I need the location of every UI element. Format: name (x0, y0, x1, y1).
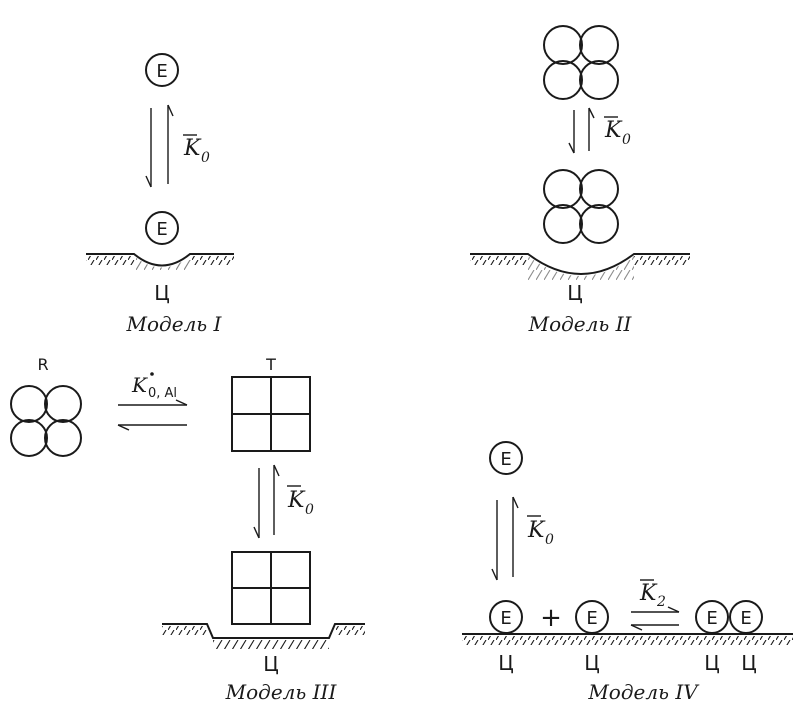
model-4: E K 0 E + E K 2 (462, 441, 793, 704)
enzyme-label: E (156, 61, 167, 82)
rate-constant-subscript: 0 (305, 502, 314, 518)
model-1: E K 0 E Ц Модель I (86, 53, 234, 336)
rate-constant-subscript: 0 (545, 532, 554, 548)
enzyme-free-1: E (145, 53, 179, 87)
enzyme-bound-4b: E (575, 600, 609, 634)
enzyme-bound-1: E (145, 211, 179, 245)
rate-constant-k: K (527, 518, 546, 543)
enzyme-label: E (586, 608, 597, 629)
k2-label: K (639, 581, 658, 606)
rate-constant-k: K (604, 118, 623, 143)
k-label: K (131, 373, 148, 397)
surface-3 (162, 623, 365, 649)
r-state-label: R (37, 355, 48, 374)
site-label: Ц (154, 281, 170, 305)
t-state-tetramer (231, 376, 311, 452)
equilibrium-arrows-1 (145, 104, 174, 188)
enzyme-label: E (740, 608, 751, 629)
surface-4 (462, 633, 793, 645)
surface-2 (470, 253, 690, 280)
t-state-bound (231, 551, 311, 625)
rate-constant-4: K 0 (527, 515, 554, 548)
rate-constant-k: K (287, 488, 306, 513)
enzyme-dimer: E E (695, 600, 763, 634)
equilibrium-arrows-4 (491, 496, 519, 581)
rate-constant-2: K 0 (604, 116, 631, 148)
rate-constant-k: K (183, 136, 202, 161)
model-2: K 0 Ц Модель II (470, 25, 690, 336)
site-label-3: Ц (704, 651, 720, 675)
tetramer-free (543, 25, 619, 100)
rt-equilibrium: K 0, Al (117, 372, 188, 431)
k2-subscript: 2 (656, 594, 666, 610)
site-label: Ц (263, 652, 279, 676)
enzyme-free-4: E (489, 441, 523, 475)
model-title: Модель IV (587, 680, 700, 704)
site-label-4: Ц (741, 651, 757, 675)
t-state-label: T (265, 355, 276, 374)
rate-constant-1: K 0 (183, 134, 210, 166)
model-title: Модель I (126, 312, 223, 336)
site-label: Ц (567, 281, 583, 305)
enzyme-label: E (500, 449, 511, 470)
surface-1 (86, 253, 234, 270)
r-state-tetramer (10, 385, 82, 457)
model-3: R K 0, Al T K (10, 355, 365, 704)
plus-sign: + (540, 603, 562, 633)
enzyme-label: E (500, 608, 511, 629)
model-title: Модель II (528, 312, 633, 336)
k-subscript: 0, Al (148, 386, 177, 401)
equilibrium-arrows-3 (253, 464, 280, 539)
dimerization-equilibrium: K 2 (630, 579, 680, 631)
tetramer-bound (543, 169, 619, 244)
enzyme-bound-4a: E (489, 600, 523, 634)
enzyme-label: E (156, 219, 167, 240)
rate-constant-subscript: 0 (201, 150, 210, 166)
rate-constant-3: K 0 (287, 485, 314, 518)
site-label-2: Ц (584, 651, 600, 675)
rate-constant-subscript: 0 (622, 132, 631, 148)
equilibrium-arrows-2 (568, 107, 595, 154)
model-title: Модель III (225, 680, 338, 704)
site-label-1: Ц (498, 651, 514, 675)
enzyme-label: E (706, 608, 717, 629)
